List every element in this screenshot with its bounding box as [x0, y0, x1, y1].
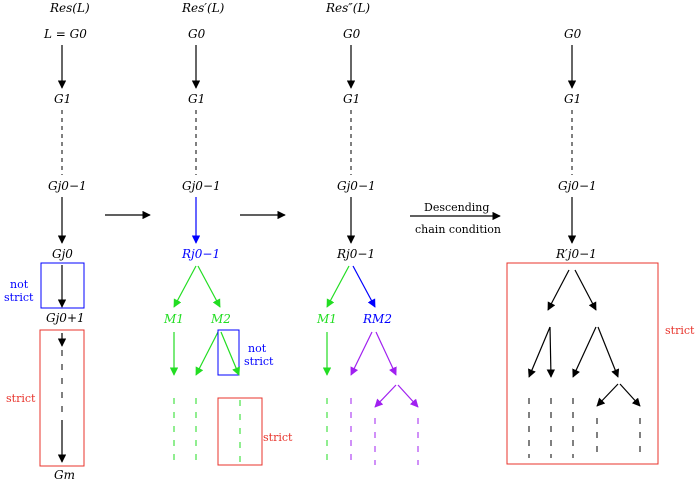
- descending-label: Descending: [424, 201, 489, 214]
- col2-node-m2: M2: [210, 312, 231, 326]
- col4-node-g0: G0: [564, 27, 582, 41]
- col3-title: Res″(L): [325, 1, 370, 15]
- col4-node-g1: G1: [564, 92, 581, 106]
- col3-node-rj0-1: Rj0−1: [336, 247, 375, 261]
- col1-strict-label: strict: [4, 291, 34, 304]
- col2-arrow-rj-m1: [173, 265, 197, 308]
- col1-not-strict-box: [40, 262, 85, 309]
- col1-strict-box: [39, 329, 85, 467]
- col2-node-gj0-1: Gj0−1: [182, 179, 221, 193]
- col1-strict-text: strict: [6, 392, 36, 405]
- col3-node-g1: G1: [343, 92, 360, 106]
- col2-not-label: not: [248, 342, 267, 355]
- chain-condition-label: chain condition: [415, 223, 501, 236]
- col1-title: Res(L): [49, 1, 90, 15]
- col4-strict-box: [506, 262, 659, 465]
- col4-node-gj0-1: Gj0−1: [558, 179, 597, 193]
- col4-arrow-rr-left: [572, 326, 597, 378]
- col2-arrow-m2-left: [195, 331, 219, 376]
- col2-strict-box: [217, 397, 263, 466]
- col2-strict-text: strict: [263, 431, 293, 444]
- col4-arrow-rr-right: [597, 326, 620, 378]
- col4-arrow-r-left: [547, 269, 570, 311]
- col4-arrow-sub-left: [596, 383, 619, 407]
- col2-strict-label: strict: [244, 355, 274, 368]
- col2-arrow-m2-right: [220, 331, 240, 376]
- col3-arrow-rm2-left: [350, 331, 373, 376]
- col2-title: Res′(L): [181, 1, 225, 15]
- col1-node-gm: Gm: [54, 468, 75, 482]
- col1-node-gj0p1: Gj0+1: [46, 311, 85, 325]
- col3-arrow-sub-left: [374, 384, 397, 408]
- col3-node-gj0-1: Gj0−1: [337, 179, 376, 193]
- col1-not-label: not: [10, 278, 29, 291]
- col4-node-rj0-1: R′j0−1: [555, 247, 597, 261]
- col3-node-m1: M1: [316, 312, 337, 326]
- col4-arrow-sub-right: [619, 383, 641, 407]
- col3-arrow-sub-right: [397, 384, 419, 408]
- col3-node-rm2: RM2: [362, 312, 392, 326]
- col2-node-g1: G1: [188, 92, 205, 106]
- col3-arrow-rm2-right: [375, 331, 397, 376]
- col2-node-g0: G0: [188, 27, 206, 41]
- col1-node-gj0-1: Gj0−1: [48, 179, 87, 193]
- col1-node-g1: G1: [54, 92, 71, 106]
- col3-arrow-rj-rm2: [352, 265, 376, 308]
- col1-node-gj0: Gj0: [52, 247, 73, 261]
- col3-arrow-rj-m1: [326, 265, 350, 308]
- col4-arrow-l-left: [528, 326, 551, 378]
- col2-node-rj0-1: Rj0−1: [181, 247, 220, 261]
- col2-node-m1: M1: [163, 312, 184, 326]
- col2-arrow-rj-m2: [197, 265, 221, 308]
- col4-arrow-l-down: [546, 326, 556, 378]
- col4-arrow-r-right: [574, 269, 597, 311]
- col1-node-g0: L = G0: [43, 27, 87, 41]
- col2-not-strict-box: [217, 329, 240, 376]
- col4-strict-text: strict: [665, 324, 695, 337]
- col3-node-g0: G0: [343, 27, 361, 41]
